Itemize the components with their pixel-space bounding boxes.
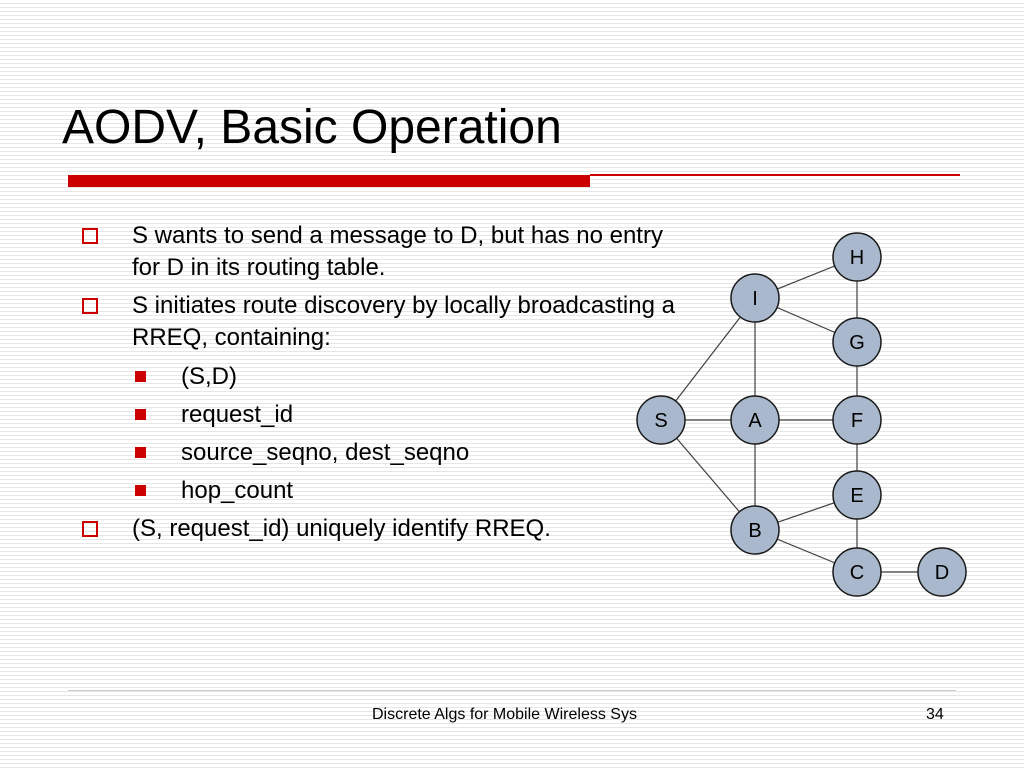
filled-square-bullet-icon [135,447,146,458]
sub-bullet-item: hop_count [135,475,601,507]
node-circle [917,547,967,597]
node-label: A [748,410,762,432]
node-e: E [832,470,882,520]
network-nodes: H I G S A F E B C D [636,232,967,597]
bullet-text: (S, request_id) uniquely identify RREQ. [132,515,551,542]
sub-bullet-text: hop_count [181,477,294,504]
filled-square-bullet-icon [135,371,146,382]
node-label: H [850,247,864,269]
node-h: H [832,232,882,282]
sub-bullet-text: request_id [181,401,294,428]
node-i: I [730,273,780,323]
node-circle [832,317,882,367]
bullet-item: S initiates route discovery by locally b… [82,290,692,354]
node-label: D [935,562,949,584]
node-circle [636,395,686,445]
bullet-item: (S, request_id) uniquely identify RREQ. [82,513,692,545]
network-edges [660,256,942,573]
bullet-item: S wants to send a message to D, but has … [82,220,692,284]
bullet-text: S initiates route discovery by locally b… [132,292,675,351]
filled-square-bullet-icon [135,485,146,496]
hollow-square-bullet-icon [82,521,98,537]
node-label: E [850,485,863,507]
title-accent-line [590,174,960,176]
node-label: G [849,332,865,354]
node-circle [730,395,780,445]
sub-bullet-text: (S,D) [181,363,237,390]
hollow-square-bullet-icon [82,298,98,314]
node-label: F [851,410,863,432]
node-label: C [850,562,864,584]
node-circle [832,232,882,282]
node-circle [730,505,780,555]
node-b: B [730,505,780,555]
node-f: F [832,395,882,445]
node-label: B [748,520,761,542]
node-s: S [636,395,686,445]
sub-bullet-item: request_id [135,399,601,431]
node-label: I [752,288,758,310]
sub-bullet-text: source_seqno, dest_seqno [181,439,470,466]
sub-bullet-item: source_seqno, dest_seqno [135,437,601,469]
node-g: G [832,317,882,367]
node-circle [832,395,882,445]
node-d: D [917,547,967,597]
footer-divider [68,690,956,691]
edge-i-s [660,297,756,421]
title-accent-bar [68,175,590,187]
sub-bullet-item: (S,D) [135,361,601,393]
slide-title: AODV, Basic Operation [62,101,562,154]
node-a: A [730,395,780,445]
footer-text: Discrete Algs for Mobile Wireless Sys [372,706,637,723]
page-number: 34 [926,706,944,723]
bullet-text: S wants to send a message to D, but has … [132,222,663,281]
node-circle [730,273,780,323]
filled-square-bullet-icon [135,409,146,420]
node-circle [832,470,882,520]
node-circle [832,547,882,597]
node-label: S [654,410,667,432]
node-c: C [832,547,882,597]
hollow-square-bullet-icon [82,228,98,244]
